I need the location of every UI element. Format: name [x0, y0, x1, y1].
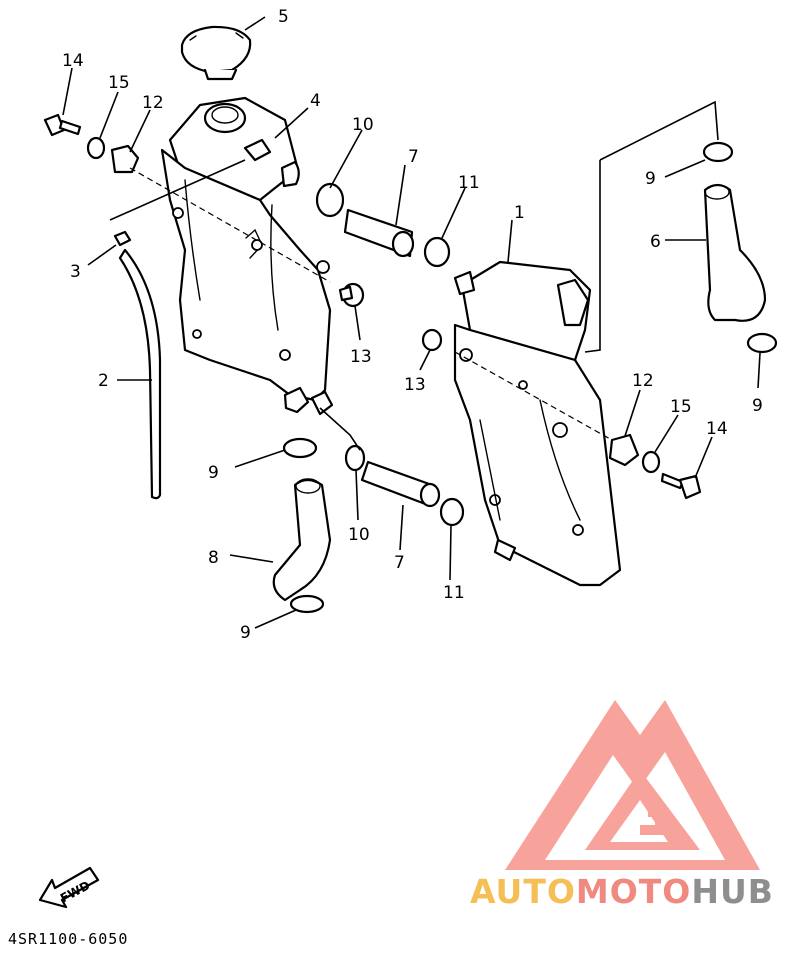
callout-labels: 1 2 3 4 5 6 7 7 8 9 9 9 9 10 10 11 11 12…	[62, 7, 763, 643]
callout-10-upper: 10	[352, 115, 374, 135]
left-radiator	[160, 96, 334, 416]
callout-7-lower: 7	[394, 553, 405, 573]
callout-14-left: 14	[62, 51, 84, 71]
callout-9-right: 9	[752, 396, 763, 416]
callout-8: 8	[208, 548, 219, 568]
callout-13-right: 13	[404, 375, 426, 395]
callout-10-lower: 10	[348, 525, 370, 545]
fwd-arrow: FWD	[38, 866, 100, 909]
callout-15-left: 15	[108, 73, 130, 93]
callout-5: 5	[278, 7, 289, 27]
upper-hose	[703, 183, 767, 322]
callout-12-left: 12	[142, 93, 164, 113]
callout-9-mid-left: 9	[208, 463, 219, 483]
automotohub-wordmark: AUTOMOTOHUB	[470, 872, 774, 911]
wordmark-hub: HUB	[691, 872, 774, 911]
callout-9-lower-left: 9	[240, 623, 251, 643]
callout-3: 3	[70, 262, 81, 282]
hose-clamps	[282, 141, 778, 614]
callout-9-upper-right: 9	[645, 169, 656, 189]
right-radiator	[453, 260, 622, 587]
callout-1: 1	[514, 203, 525, 223]
callout-4: 4	[310, 91, 321, 111]
callout-11-lower: 11	[443, 583, 465, 603]
callout-15-right: 15	[670, 397, 692, 417]
automotohub-logo	[505, 700, 760, 870]
guide-lines	[109, 100, 719, 451]
callout-13-left: 13	[350, 347, 372, 367]
breather-hose-and-clip	[113, 230, 162, 500]
leader-lines	[62, 16, 761, 629]
callout-2: 2	[98, 371, 109, 391]
callout-7-upper: 7	[408, 147, 419, 167]
callout-12-right: 12	[632, 371, 654, 391]
lower-hose	[272, 478, 332, 602]
short-hose-lower	[360, 460, 441, 508]
callout-6: 6	[650, 232, 661, 252]
mount-hardware	[43, 113, 702, 500]
callout-14-right: 14	[706, 419, 728, 439]
diagram-code: 4SR1100-6050	[8, 930, 129, 948]
short-hose-upper	[343, 208, 415, 258]
callout-11-upper: 11	[458, 173, 480, 193]
wordmark-auto: AUTO	[470, 872, 576, 911]
wordmark-moto: MOTO	[575, 872, 692, 911]
radiator-cap	[180, 25, 252, 81]
